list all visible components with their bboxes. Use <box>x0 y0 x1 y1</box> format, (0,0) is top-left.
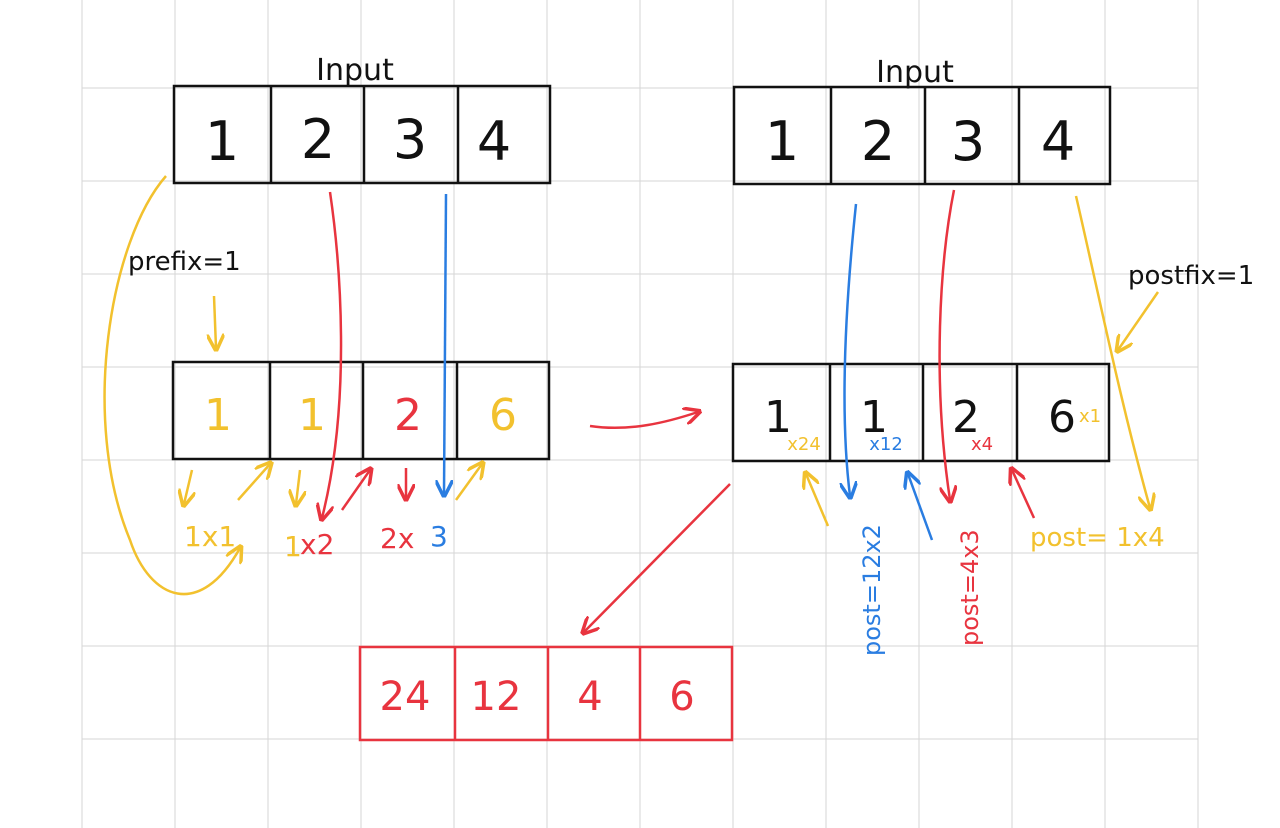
postfix-step-1: post=12x2 <box>858 524 886 656</box>
transition-arrow <box>589 412 698 430</box>
postfix-array: 1 1 2 6 x24 x12 x4 x1 <box>731 362 1111 463</box>
blue-up-arrow-2 <box>908 474 934 541</box>
step-arrow-up-1 <box>237 464 270 501</box>
left-input-cell: 4 <box>477 110 511 173</box>
prefix-step-2b: x2 <box>300 528 334 561</box>
blue-arrow-input3 <box>444 193 446 494</box>
yellow-up-arrow-1 <box>806 474 830 527</box>
postfix-multiplier: x12 <box>869 434 903 455</box>
step-arrow-up-3 <box>454 464 482 501</box>
prefix-step-2a: 1 <box>284 530 302 563</box>
prefix-cell: 2 <box>394 390 422 441</box>
prefix-cell: 1 <box>298 390 326 441</box>
red-arrow-input3 <box>938 189 954 500</box>
red-up-arrow-3 <box>1012 470 1036 519</box>
step-arrow-down-2 <box>296 469 300 504</box>
postfix-note-arrow <box>1118 291 1160 350</box>
prefix-array: 1 1 2 6 <box>171 360 551 461</box>
postfix-cell-value: 2 <box>952 392 980 443</box>
right-input-array: Input 1 2 3 4 <box>732 55 1112 186</box>
prefix-step-3a: 2x <box>380 522 414 555</box>
right-input-cell: 4 <box>1041 110 1075 173</box>
result-arrow <box>584 483 731 632</box>
prefix-cell: 6 <box>489 390 517 441</box>
blue-arrow-input2 <box>844 203 856 496</box>
right-input-cell: 3 <box>951 110 985 173</box>
postfix-step-3: post= 1x4 <box>1030 523 1165 553</box>
right-input-label: Input <box>876 55 954 90</box>
postfix-multiplier: x4 <box>971 434 993 455</box>
postfix-cell-value: 1 <box>764 392 792 443</box>
left-input-cell: 1 <box>205 110 239 173</box>
red-arrow-input2 <box>322 191 343 518</box>
postfix-multiplier: x1 <box>1079 406 1101 427</box>
result-cell: 24 <box>380 674 431 720</box>
right-input-cell: 1 <box>765 110 799 173</box>
right-input-cell: 2 <box>861 110 895 173</box>
postfix-cell-value: 6 <box>1048 392 1076 443</box>
result-cell: 6 <box>669 674 694 720</box>
left-input-cell: 2 <box>301 108 335 171</box>
postfix-cell-value: 1 <box>860 392 888 443</box>
prefix-step-1: 1x1 <box>184 520 236 553</box>
prefix-step-3b: 3 <box>430 520 448 553</box>
prefix-loop-arrow <box>103 175 240 596</box>
postfix-step-2: post=4x3 <box>956 529 984 646</box>
result-cell: 4 <box>577 674 602 720</box>
prefix-down-arrow <box>214 295 216 348</box>
result-array: 24 12 4 6 <box>358 645 734 742</box>
left-input-label: Input <box>316 53 394 88</box>
result-cell: 12 <box>471 674 522 720</box>
prefix-note: prefix=1 <box>128 247 241 277</box>
left-input-array: Input 1 2 3 4 <box>172 53 552 185</box>
postfix-multiplier: x24 <box>787 434 821 455</box>
prefix-cell: 1 <box>204 390 232 441</box>
left-input-cell: 3 <box>393 108 427 171</box>
step-arrow-down-1 <box>184 469 192 504</box>
postfix-note: postfix=1 <box>1128 261 1254 291</box>
postfix-input4-arrow <box>1074 195 1150 508</box>
step-arrow-up-2 <box>340 470 370 511</box>
